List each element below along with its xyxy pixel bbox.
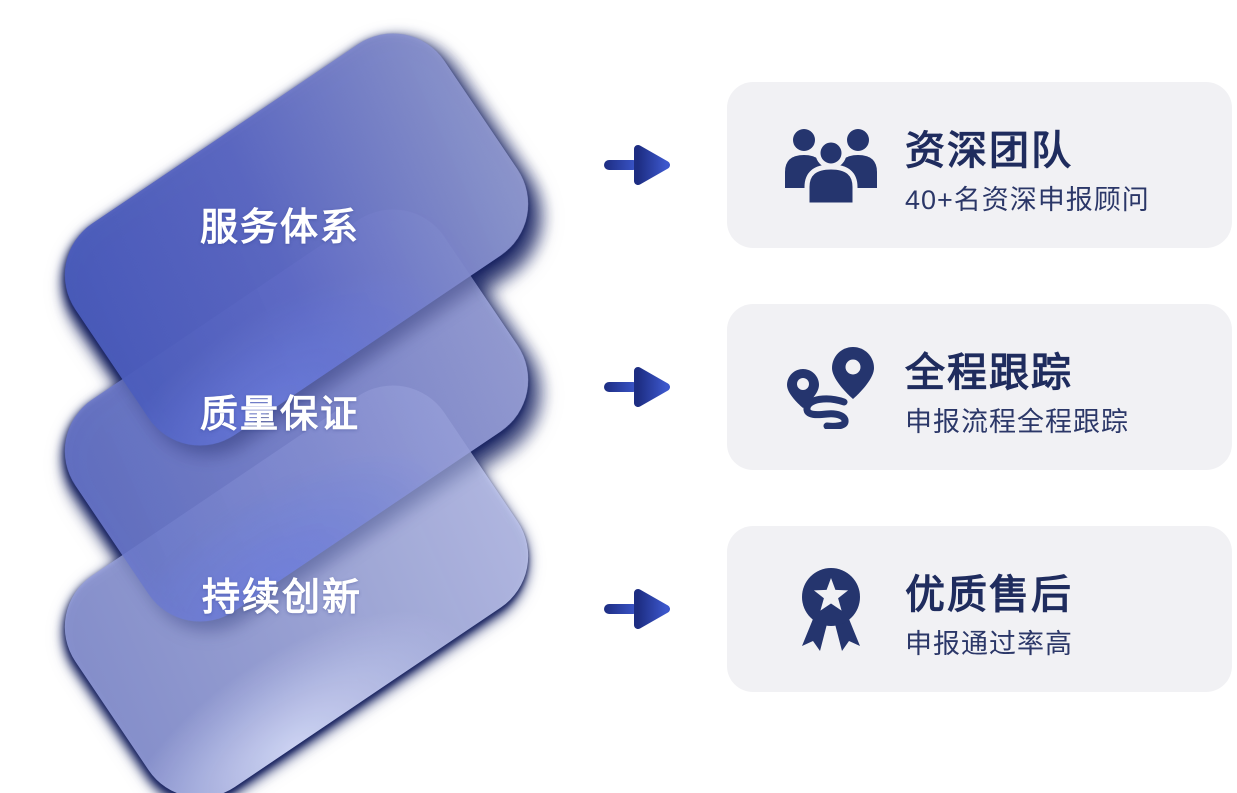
feature-card-senior-team: 资深团队 40+名资深申报顾问 — [727, 82, 1232, 248]
arrow-right-icon — [604, 367, 670, 407]
stack-layer-1-label: 服务体系 — [200, 207, 361, 249]
feature-description: 申报流程全程跟踪 — [905, 407, 1129, 437]
feature-title: 资深团队 — [905, 129, 1073, 173]
feature-title: 全程跟踪 — [905, 351, 1073, 395]
feature-title: 优质售后 — [905, 573, 1073, 617]
feature-card-after-sales: 优质售后 申报通过率高 — [727, 526, 1232, 692]
award-medal-icon — [779, 526, 883, 692]
arrow-right-icon — [604, 145, 670, 185]
arrow-right-icon — [604, 589, 670, 629]
feature-description: 40+名资深申报顾问 — [905, 185, 1150, 215]
team-icon — [779, 82, 883, 248]
layer-stack: 服务体系 质量保证 持续创新 — [0, 0, 620, 793]
stack-layer-2-label: 质量保证 — [200, 394, 361, 436]
stack-layer-3-label: 持续创新 — [202, 577, 363, 619]
feature-description: 申报通过率高 — [905, 629, 1073, 659]
feature-card-full-tracking: 全程跟踪 申报流程全程跟踪 — [727, 304, 1232, 470]
route-tracking-icon — [779, 304, 883, 470]
